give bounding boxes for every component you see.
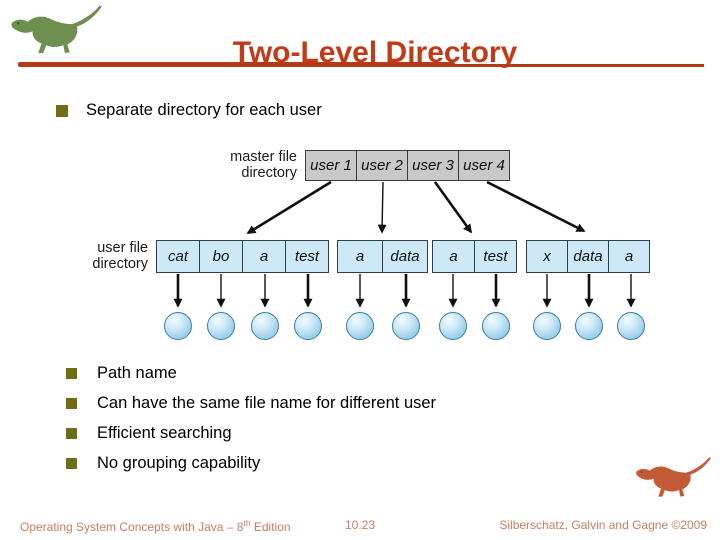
ufd-cell: data	[382, 240, 428, 273]
file-node-icon	[164, 312, 192, 340]
bullet-item: Can have the same file name for differen…	[66, 394, 666, 413]
ufd-cell: cat	[156, 240, 200, 273]
bullet-square-icon	[66, 368, 77, 379]
ufd-cell: test	[474, 240, 517, 273]
bullet-text: Path name	[97, 364, 177, 382]
master-file-directory-row: user 1 user 2 user 3 user 4	[305, 150, 510, 181]
footer-book-title: Operating System Concepts with Java – 8t…	[20, 518, 291, 534]
ufd-cell: a	[608, 240, 650, 273]
ufd-group-user4: x data a	[526, 240, 650, 273]
bullet-square-icon	[56, 105, 68, 117]
file-node-icon	[439, 312, 467, 340]
bullet-text: Separate directory for each user	[86, 101, 322, 119]
master-file-directory-label: master file directory	[147, 149, 297, 181]
file-node-icon	[294, 312, 322, 340]
ufd-cell: a	[432, 240, 475, 273]
bullet-square-icon	[66, 428, 77, 439]
mfd-cell: user 2	[356, 150, 408, 181]
ufd-cell: test	[285, 240, 329, 273]
mfd-cell: user 1	[305, 150, 357, 181]
file-node-icon	[392, 312, 420, 340]
bullet-square-icon	[66, 458, 77, 469]
ufd-cell: bo	[199, 240, 243, 273]
footer-edition-text: Edition	[250, 520, 291, 534]
bullet-text: Can have the same file name for differen…	[97, 394, 437, 412]
ufd-group-user1: cat bo a test	[156, 240, 329, 273]
bullet-text: Efficient searching	[97, 424, 232, 442]
footer-book-title-text: Operating System Concepts with Java – 8	[20, 520, 244, 534]
ufd-group-user3: a test	[432, 240, 517, 273]
file-node-icon	[617, 312, 645, 340]
ufd-cell: a	[242, 240, 286, 273]
label-line: user file	[97, 240, 148, 256]
ufd-cell: data	[567, 240, 609, 273]
bullet-square-icon	[66, 398, 77, 409]
label-line: directory	[241, 165, 297, 181]
footer-authors: Silberschatz, Galvin and Gagne ©2009	[499, 518, 707, 532]
two-level-directory-diagram: master file directory user 1 user 2 user…	[90, 140, 665, 345]
mfd-cell: user 4	[458, 150, 510, 181]
bullet-item: Separate directory for each user	[56, 101, 656, 120]
title-underline-thin	[453, 64, 704, 67]
file-node-icon	[533, 312, 561, 340]
file-node-icon	[575, 312, 603, 340]
bullet-item: Path name	[66, 364, 666, 383]
bullet-text: No grouping capability	[97, 454, 261, 472]
ufd-cell: x	[526, 240, 568, 273]
dinosaur-footer-icon	[633, 441, 713, 519]
label-line: master file	[230, 149, 297, 165]
mfd-cell: user 3	[407, 150, 459, 181]
label-line: directory	[92, 256, 148, 272]
title-underline-thick	[18, 62, 455, 67]
file-node-icon	[346, 312, 374, 340]
user-file-directory-label: user file directory	[90, 240, 148, 272]
ufd-group-user2: a data	[337, 240, 428, 273]
slide-page-number: 10.23	[344, 518, 376, 532]
file-node-icon	[207, 312, 235, 340]
ufd-cell: a	[337, 240, 383, 273]
footer-edition-sup: th	[243, 518, 251, 528]
file-node-icon	[482, 312, 510, 340]
bullet-item: Efficient searching	[66, 424, 666, 443]
file-node-icon	[251, 312, 279, 340]
bullet-list: Path name Can have the same file name fo…	[66, 364, 666, 484]
bullet-item: No grouping capability	[66, 454, 666, 473]
